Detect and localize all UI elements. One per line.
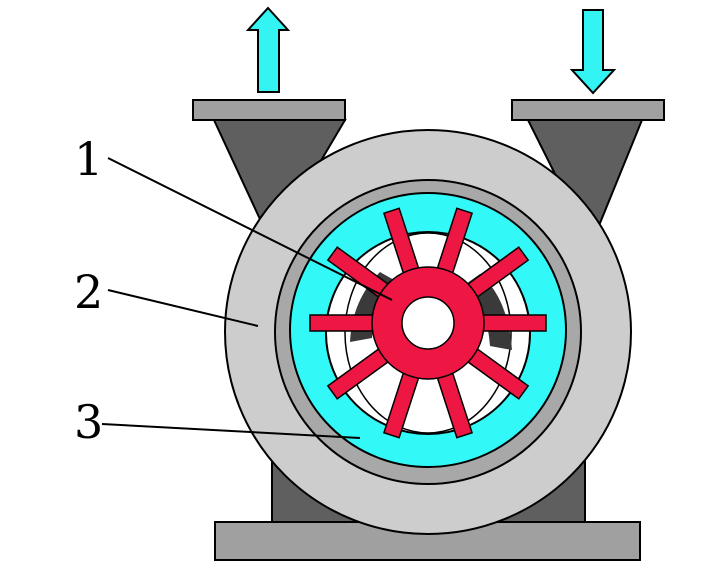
leader-line-3	[101, 423, 361, 439]
arrow-down-icon	[569, 9, 617, 95]
label-casing: 2	[74, 265, 103, 319]
leader-line-1	[107, 157, 393, 301]
arrow-up-icon	[245, 6, 291, 93]
label-impeller: 1	[74, 132, 103, 186]
label-liquid-ring: 3	[74, 395, 103, 449]
impeller	[309, 207, 547, 439]
outlet-flange	[192, 99, 346, 121]
inlet-flange	[511, 99, 665, 121]
leader-line-2	[107, 289, 259, 327]
gas-chamber-inner-edge	[344, 232, 512, 434]
impeller-shaft-hole	[401, 296, 455, 350]
